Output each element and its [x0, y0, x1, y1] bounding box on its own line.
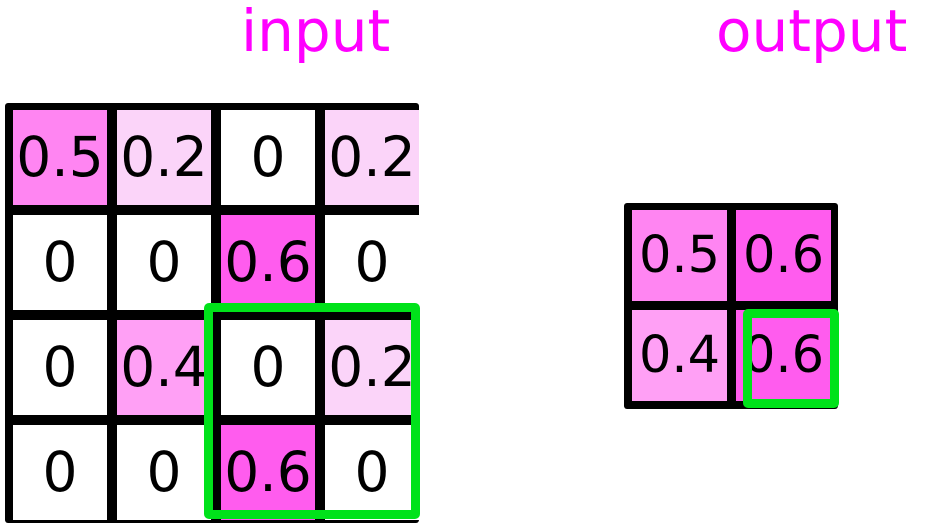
output-cell-r2c1: 0.4	[632, 310, 727, 401]
output-cell-value: 0.6	[742, 326, 825, 385]
input-cell-value: 0	[354, 440, 390, 504]
output-cell-r1c1: 0.5	[632, 210, 727, 301]
input-cell-value: 0	[42, 335, 78, 399]
input-cell-r2c4: 0	[325, 215, 419, 310]
output-cell-r2c2: 0.6	[736, 310, 831, 401]
input-panel-label: input	[241, 0, 391, 65]
input-cell-r1c2: 0.2	[117, 110, 211, 205]
input-cell-value: 0	[146, 440, 182, 504]
output-cell-value: 0.6	[742, 226, 825, 285]
input-cell-r2c3: 0.6	[221, 215, 315, 310]
input-cell-r4c3: 0.6	[221, 425, 315, 520]
input-cell-r2c1: 0	[13, 215, 107, 310]
input-cell-r3c4: 0.2	[325, 320, 419, 415]
input-cell-value: 0	[354, 230, 390, 294]
input-cell-value: 0.4	[120, 335, 208, 399]
input-cell-r1c3: 0	[221, 110, 315, 205]
input-cell-r4c4: 0	[325, 425, 419, 520]
input-cell-value: 0.2	[328, 125, 416, 189]
output-cell-r1c2: 0.6	[736, 210, 831, 301]
input-cell-value: 0.2	[328, 335, 416, 399]
input-cell-r1c4: 0.2	[325, 110, 419, 205]
output-cell-value: 0.5	[638, 226, 721, 285]
input-cell-value: 0.6	[224, 440, 312, 504]
input-cell-r3c3: 0	[221, 320, 315, 415]
input-cell-value: 0.5	[16, 125, 104, 189]
input-cell-value: 0	[42, 440, 78, 504]
output-panel-label: output	[716, 0, 908, 65]
input-cell-value: 0.6	[224, 230, 312, 294]
input-cell-r4c1: 0	[13, 425, 107, 520]
input-cell-value: 0	[250, 335, 286, 399]
input-cell-value: 0	[146, 230, 182, 294]
input-cell-r2c2: 0	[117, 215, 211, 310]
input-cell-value: 0	[42, 230, 78, 294]
input-cell-r4c2: 0	[117, 425, 211, 520]
input-cell-r1c1: 0.5	[13, 110, 107, 205]
input-cell-r3c1: 0	[13, 320, 107, 415]
input-cell-value: 0.2	[120, 125, 208, 189]
output-cell-value: 0.4	[638, 326, 721, 385]
output-matrix: 0.5 0.6 0.4 0.6	[624, 203, 838, 409]
input-cell-r3c2: 0.4	[117, 320, 211, 415]
input-cell-value: 0	[250, 125, 286, 189]
